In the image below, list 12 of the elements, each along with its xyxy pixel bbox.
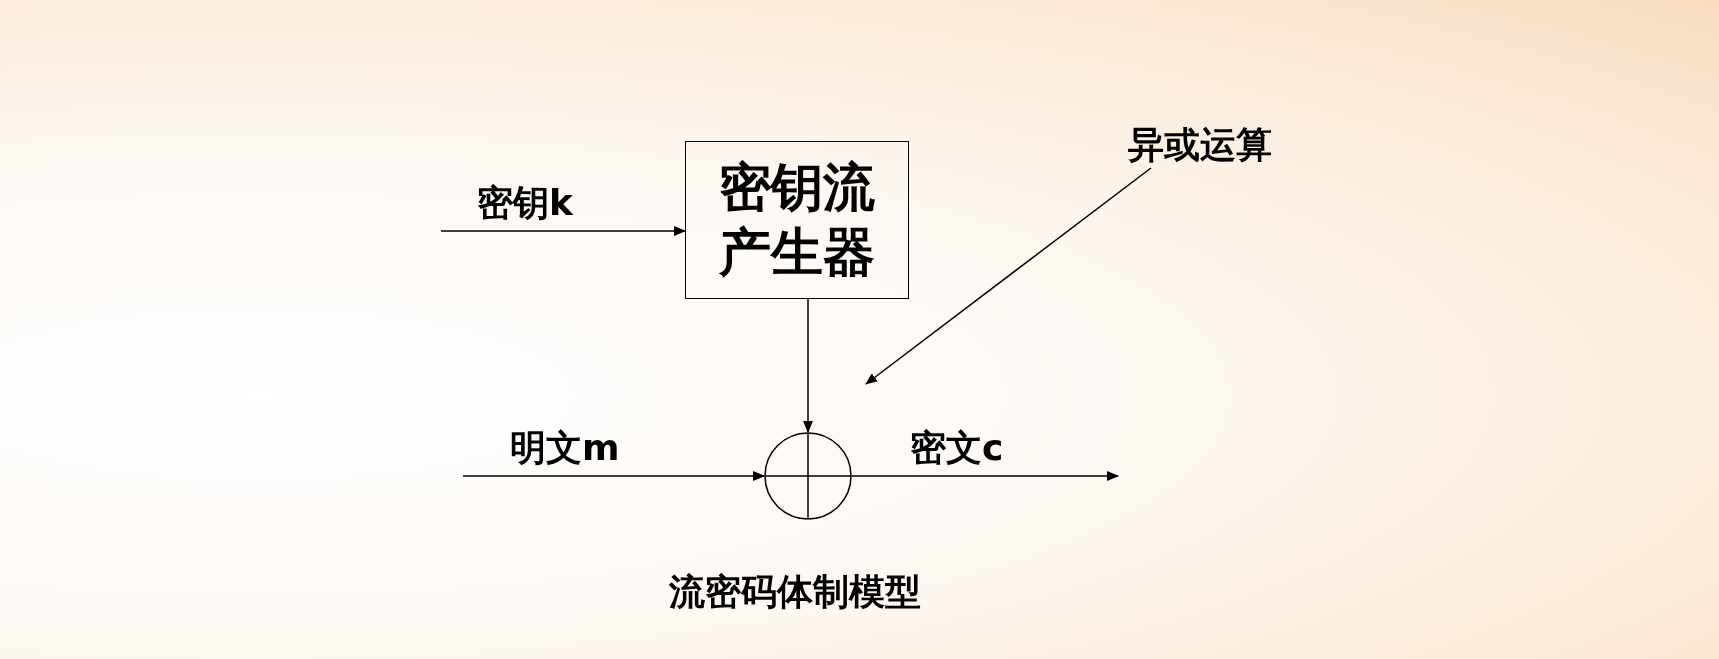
leader-arrow	[865, 167, 1152, 385]
process-box: 密钥流产生器	[685, 141, 909, 299]
arrow	[462, 471, 765, 481]
arrow	[851, 471, 1119, 481]
caption: 流密码体制模型	[669, 574, 921, 610]
edge-label: 明文m	[510, 430, 620, 466]
xor-symbol	[764, 432, 852, 520]
callout-text: 异或运算	[1105, 124, 1295, 166]
edge-label: 密文c	[910, 430, 1004, 466]
arrow	[440, 226, 686, 236]
edge-label: 密钥k	[477, 185, 573, 221]
arrow	[803, 298, 813, 433]
